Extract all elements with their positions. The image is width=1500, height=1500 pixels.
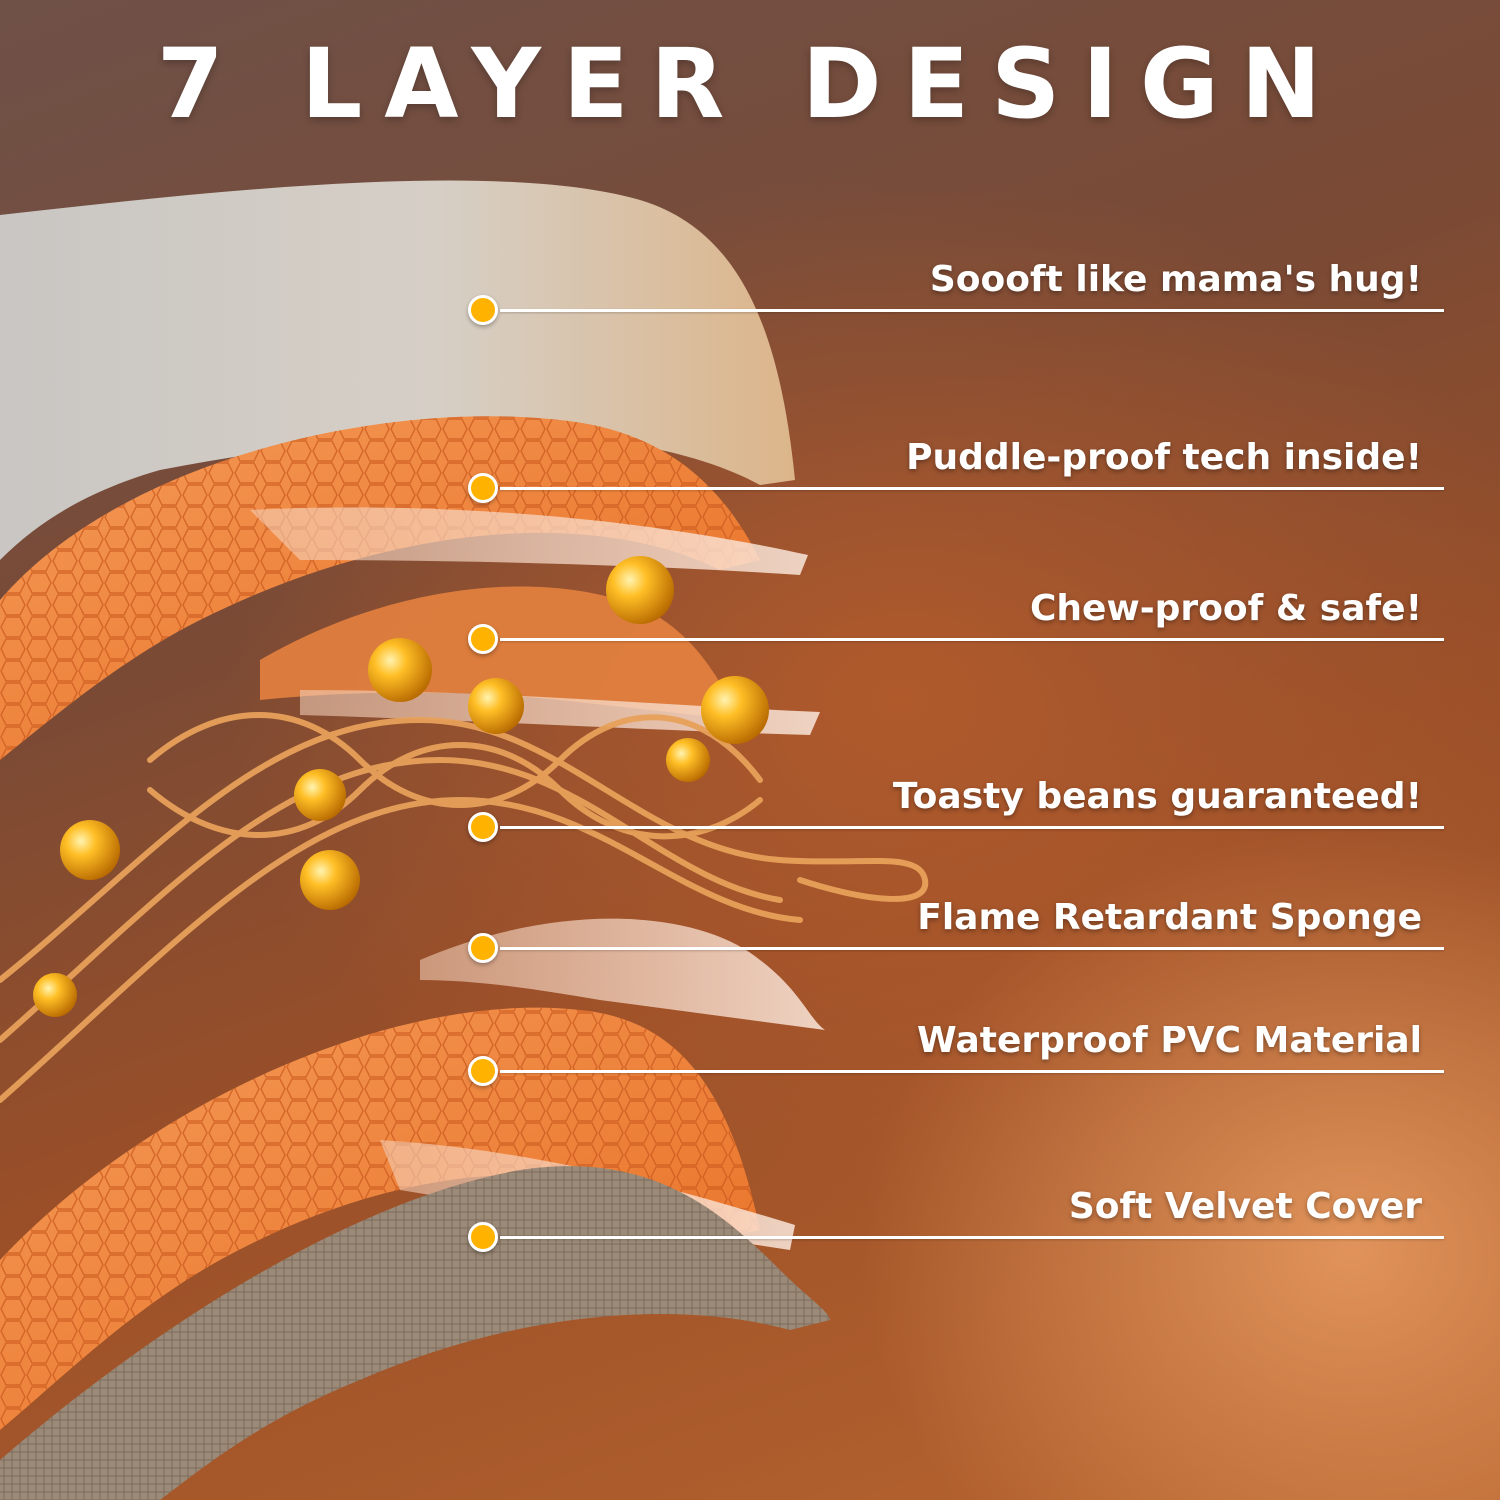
leader-line — [500, 1236, 1444, 1239]
heating-wire-coils — [0, 712, 929, 1103]
layer-marker-dot — [468, 295, 498, 325]
layer-marker-dot — [468, 1056, 498, 1086]
layer-label: Flame Retardant Sponge — [917, 897, 1422, 938]
flame-retardant-sponge-layer — [420, 918, 825, 1030]
layer-marker-dot — [468, 933, 498, 963]
callout-layer-5: Flame Retardant Sponge — [0, 897, 1500, 963]
bottom-velvet-layer — [0, 1166, 830, 1500]
callout-layer-6: Waterproof PVC Material — [0, 1020, 1500, 1086]
heating-beads — [33, 556, 769, 1017]
leader-line — [500, 309, 1444, 312]
page-title: 7 LAYER DESIGN — [156, 28, 1344, 140]
leader-line — [500, 947, 1444, 950]
layer-marker-dot — [468, 812, 498, 842]
leader-line — [500, 638, 1444, 641]
top-velvet-layer — [0, 180, 795, 560]
callout-layer-1: Soooft like mama's hug! — [0, 259, 1500, 325]
layer-label: Puddle-proof tech inside! — [906, 437, 1422, 478]
callout-layer-3: Chew-proof & safe! — [0, 588, 1500, 654]
layer-label: Toasty beans guaranteed! — [892, 776, 1422, 817]
callout-layer-4: Toasty beans guaranteed! — [0, 776, 1500, 842]
layer-marker-dot — [468, 1222, 498, 1252]
callout-layer-2: Puddle-proof tech inside! — [0, 437, 1500, 503]
leader-line — [500, 487, 1444, 490]
layer-marker-dot — [468, 473, 498, 503]
layer-label: Waterproof PVC Material — [917, 1020, 1422, 1061]
callout-layer-7: Soft Velvet Cover — [0, 1186, 1500, 1252]
layer-label: Soooft like mama's hug! — [929, 259, 1422, 300]
layer-marker-dot — [468, 624, 498, 654]
leader-line — [500, 1070, 1444, 1073]
layer-label: Soft Velvet Cover — [1068, 1186, 1422, 1227]
clear-film-upper — [250, 507, 808, 575]
layer-label: Chew-proof & safe! — [1030, 588, 1422, 629]
leader-line — [500, 826, 1444, 829]
